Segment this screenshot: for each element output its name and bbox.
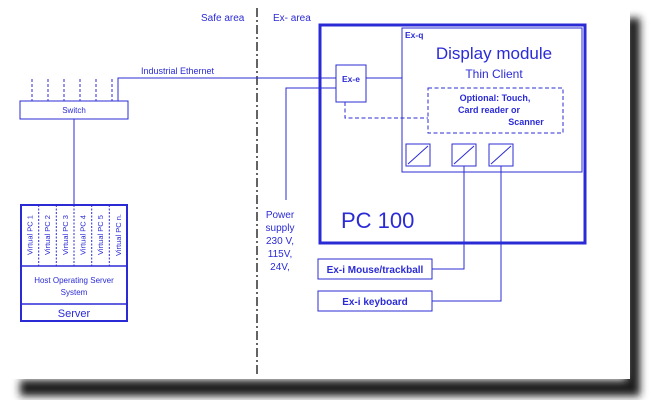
ethernet-line [117, 77, 336, 101]
thin-client-label: Thin Client [465, 67, 523, 81]
virtual-pc-label: Virtual PC 1 [26, 215, 35, 255]
server-label: Server [58, 308, 91, 320]
ex-e-box [335, 64, 367, 103]
power-label-line4: 115V, [268, 249, 292, 260]
power-label-line1: Power [266, 210, 295, 221]
virtual-pc-label: Virtual PC 3 [61, 215, 70, 255]
virtual-pc-label: Virtual PC 5 [96, 215, 105, 255]
pc100-enclosure [318, 23, 587, 245]
barrier-module [405, 143, 431, 167]
virtual-pc-label: Virtual PC 4 [79, 215, 88, 255]
optional-dashed-link [344, 102, 428, 119]
switch-label: Switch [62, 106, 86, 115]
virtual-pc-label: Virtual PC 2 [43, 215, 52, 255]
keyboard-cable [432, 166, 502, 302]
display-module [401, 27, 583, 173]
keyboard-label: Ex-i keyboard [342, 297, 408, 308]
ex-q-label: Ex-q [405, 30, 423, 40]
optional-label-line1: Optional: Touch, [460, 93, 531, 103]
mouse-label: Ex-i Mouse/trackball [327, 265, 424, 276]
optional-label-line3: Scanner [508, 117, 544, 127]
ex-area-label: Ex- area [273, 13, 311, 24]
virtual-pc-label: Virtual PC n. [114, 214, 123, 256]
keyboard-box [317, 290, 433, 312]
power-line [285, 87, 336, 200]
safe-area-label: Safe area [201, 13, 245, 24]
host-os-label-line1: Host Operating Server [34, 276, 114, 285]
power-label-line2: supply [266, 223, 295, 234]
host-os-label-line2: System [61, 288, 88, 297]
ex-e-label: Ex-e [342, 74, 360, 84]
power-label-line3: 230 V, [266, 236, 294, 247]
display-module-title: Display module [436, 44, 552, 63]
mouse-box [317, 258, 433, 280]
mouse-cable [432, 166, 465, 270]
ethernet-label: Industrial Ethernet [141, 66, 215, 76]
pc100-label: PC 100 [341, 208, 414, 233]
optional-label-line2: Card reader or [458, 105, 521, 115]
server [20, 204, 128, 322]
optional-box [427, 87, 564, 134]
power-label-line5: 24V, [270, 262, 290, 273]
